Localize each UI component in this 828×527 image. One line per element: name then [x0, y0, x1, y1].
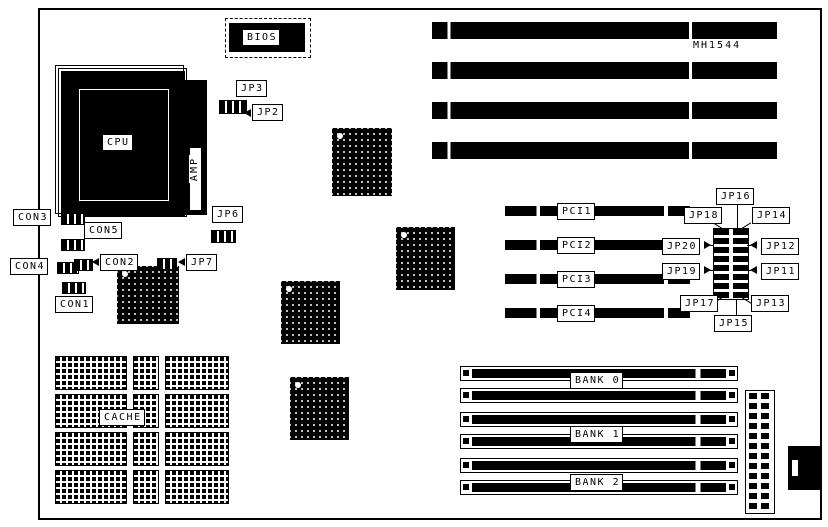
power-connector: [745, 390, 775, 514]
jumper-block: [713, 228, 749, 300]
con1-label: CON1: [55, 296, 94, 313]
board-model: MH1544: [693, 40, 742, 51]
cpu-inner-ring: [79, 89, 169, 201]
con5-header: [61, 239, 85, 251]
jp20-label: JP20: [662, 238, 701, 255]
jp7-arrow-icon: [178, 258, 185, 266]
con3-label: CON3: [13, 209, 52, 226]
pci2-label: PCI2: [557, 237, 596, 254]
cache-chip: [55, 432, 127, 466]
bank0-label: BANK 0: [570, 372, 624, 389]
power-connector-pins: [761, 393, 769, 509]
pci-slot-3: [505, 274, 690, 284]
bank2-label: BANK 2: [570, 474, 624, 491]
leader-line: [736, 299, 737, 315]
con1-header: [62, 282, 86, 294]
cache-chip: [133, 432, 159, 466]
jp20-arrow-icon: [704, 241, 711, 249]
jp7-label: JP7: [186, 254, 217, 271]
ic-chip-1: [332, 128, 392, 196]
bios-label: BIOS: [242, 29, 281, 46]
cache-label: CACHE: [99, 409, 145, 426]
cache-chip: [165, 394, 229, 428]
cache-chip: [55, 470, 127, 504]
pci1-label: PCI1: [557, 203, 596, 220]
pin1-dot-icon: [401, 232, 407, 238]
jp3-label: JP3: [236, 80, 267, 97]
isa-slot-3: [432, 102, 777, 119]
simm-slot-5: [460, 458, 738, 473]
jp18-label: JP18: [684, 207, 723, 224]
pci3-label: PCI3: [557, 271, 596, 288]
jp19-arrow-icon: [704, 266, 711, 274]
ic-chip-2: [396, 227, 455, 290]
cache-chip: [133, 356, 159, 390]
jp3-jumper-header: [219, 100, 247, 114]
leader-line: [710, 270, 714, 271]
cache-chip: [55, 356, 127, 390]
simm-slot-3: [460, 412, 738, 427]
con4-label: CON4: [10, 258, 49, 275]
ic-chip-3: [281, 281, 340, 344]
jp15-label: JP15: [714, 315, 753, 332]
leader-line: [747, 270, 751, 271]
amp-label: AMP: [189, 155, 200, 184]
bios-socket: [225, 18, 311, 58]
jp11-arrow-icon: [750, 266, 757, 274]
con2-arrow-icon: [92, 258, 99, 266]
jp17-label: JP17: [680, 295, 719, 312]
jp13-label: JP13: [751, 295, 790, 312]
jp12-arrow-icon: [750, 241, 757, 249]
cpu-label: CPU: [102, 134, 133, 151]
pci4-label: PCI4: [557, 305, 596, 322]
jp6-jumper-header: [211, 230, 236, 243]
jp2-label: JP2: [252, 104, 283, 121]
jp11-label: JP11: [761, 263, 800, 280]
isa-slot-4: [432, 142, 777, 159]
simm-slot-2: [460, 388, 738, 403]
leader-line: [737, 205, 738, 228]
con3-header: [61, 213, 85, 225]
jp7-jumper-header: [157, 258, 177, 270]
jp16-label: JP16: [716, 188, 755, 205]
con5-label: CON5: [84, 222, 123, 239]
pin1-dot-icon: [295, 382, 301, 388]
jp19-label: JP19: [662, 263, 701, 280]
cache-chip: [165, 432, 229, 466]
leader-line: [710, 245, 714, 246]
pin1-dot-icon: [286, 286, 292, 292]
con2-header: [74, 259, 93, 271]
ic-chip-4: [290, 377, 349, 440]
con2-label: CON2: [100, 254, 139, 271]
pci-slot-2: [505, 240, 690, 250]
pin1-dot-icon: [337, 133, 343, 139]
cache-chip: [165, 356, 229, 390]
jp6-label: JP6: [212, 206, 243, 223]
cache-chip: [133, 470, 159, 504]
power-connector-pins: [749, 393, 757, 509]
jp12-label: JP12: [761, 238, 800, 255]
jp2-arrow-icon: [244, 109, 251, 117]
bank1-label: BANK 1: [570, 426, 624, 443]
ic-chip-5: [117, 266, 179, 324]
isa-slot-2: [432, 62, 777, 79]
keyboard-connector-notch: [792, 460, 798, 476]
pci-slot-1: [505, 206, 690, 216]
pin1-dot-icon: [122, 271, 128, 277]
cache-chip: [165, 470, 229, 504]
leader-line: [747, 245, 751, 246]
isa-slot-1: [432, 22, 777, 39]
jp14-label: JP14: [752, 207, 791, 224]
pci-slot-4: [505, 308, 690, 318]
